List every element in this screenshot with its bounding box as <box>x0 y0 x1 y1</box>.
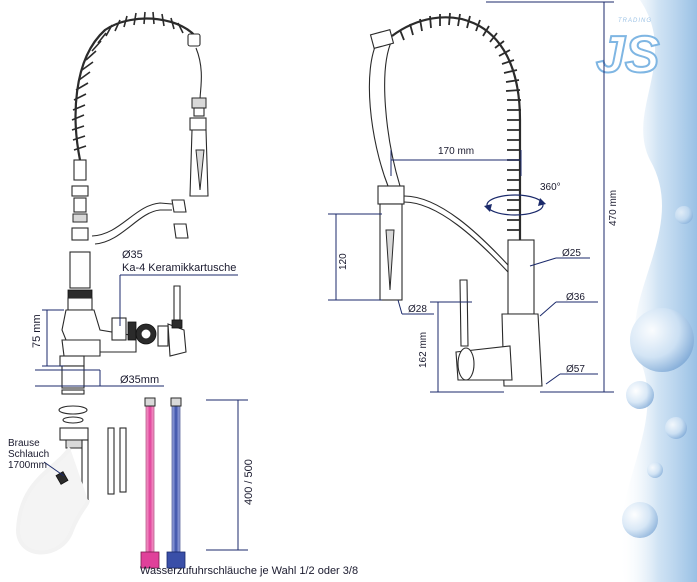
base-diameter-label: Ø35mm <box>120 374 159 386</box>
hose-label-line1: Brause <box>8 438 40 449</box>
diameter-36-label: Ø36 <box>566 292 585 303</box>
cartridge-desc-label: Ka-4 Keramikkartusche <box>122 262 236 274</box>
exploded-view <box>15 11 209 569</box>
diameter-57-label: Ø57 <box>566 364 585 375</box>
diameter-28-label: Ø28 <box>408 304 427 315</box>
height-470-label: 470 mm <box>608 190 619 226</box>
logo-sub: TRADING <box>618 18 652 24</box>
hose-label-line2: Schlauch <box>8 449 49 460</box>
water-background <box>619 0 697 582</box>
logo-brand: JS <box>596 26 660 84</box>
diameter-25-label: Ø25 <box>562 248 581 259</box>
width-170-label: 170 mm <box>438 146 474 157</box>
spring-coil <box>74 17 199 161</box>
assembled-view <box>368 12 543 387</box>
supply-caption: Wasserzufuhrschläuche je Wahl 1/2 oder 3… <box>140 565 358 577</box>
height-120-label: 120 <box>338 253 349 270</box>
height-162-label: 162 mm <box>418 332 429 368</box>
cartridge-diameter-label: Ø35 <box>122 249 143 261</box>
height-75-label: 75 mm <box>31 314 43 348</box>
supply-length-label: 400 / 500 <box>243 459 255 505</box>
hose-label-line3: 1700mm <box>8 460 47 471</box>
rotation-arrow <box>484 194 546 216</box>
brand-logo: TRADING JS <box>595 18 661 85</box>
left-dimensions <box>35 274 248 551</box>
right-dimensions <box>328 1 614 393</box>
rotation-label: 360° <box>540 182 561 193</box>
